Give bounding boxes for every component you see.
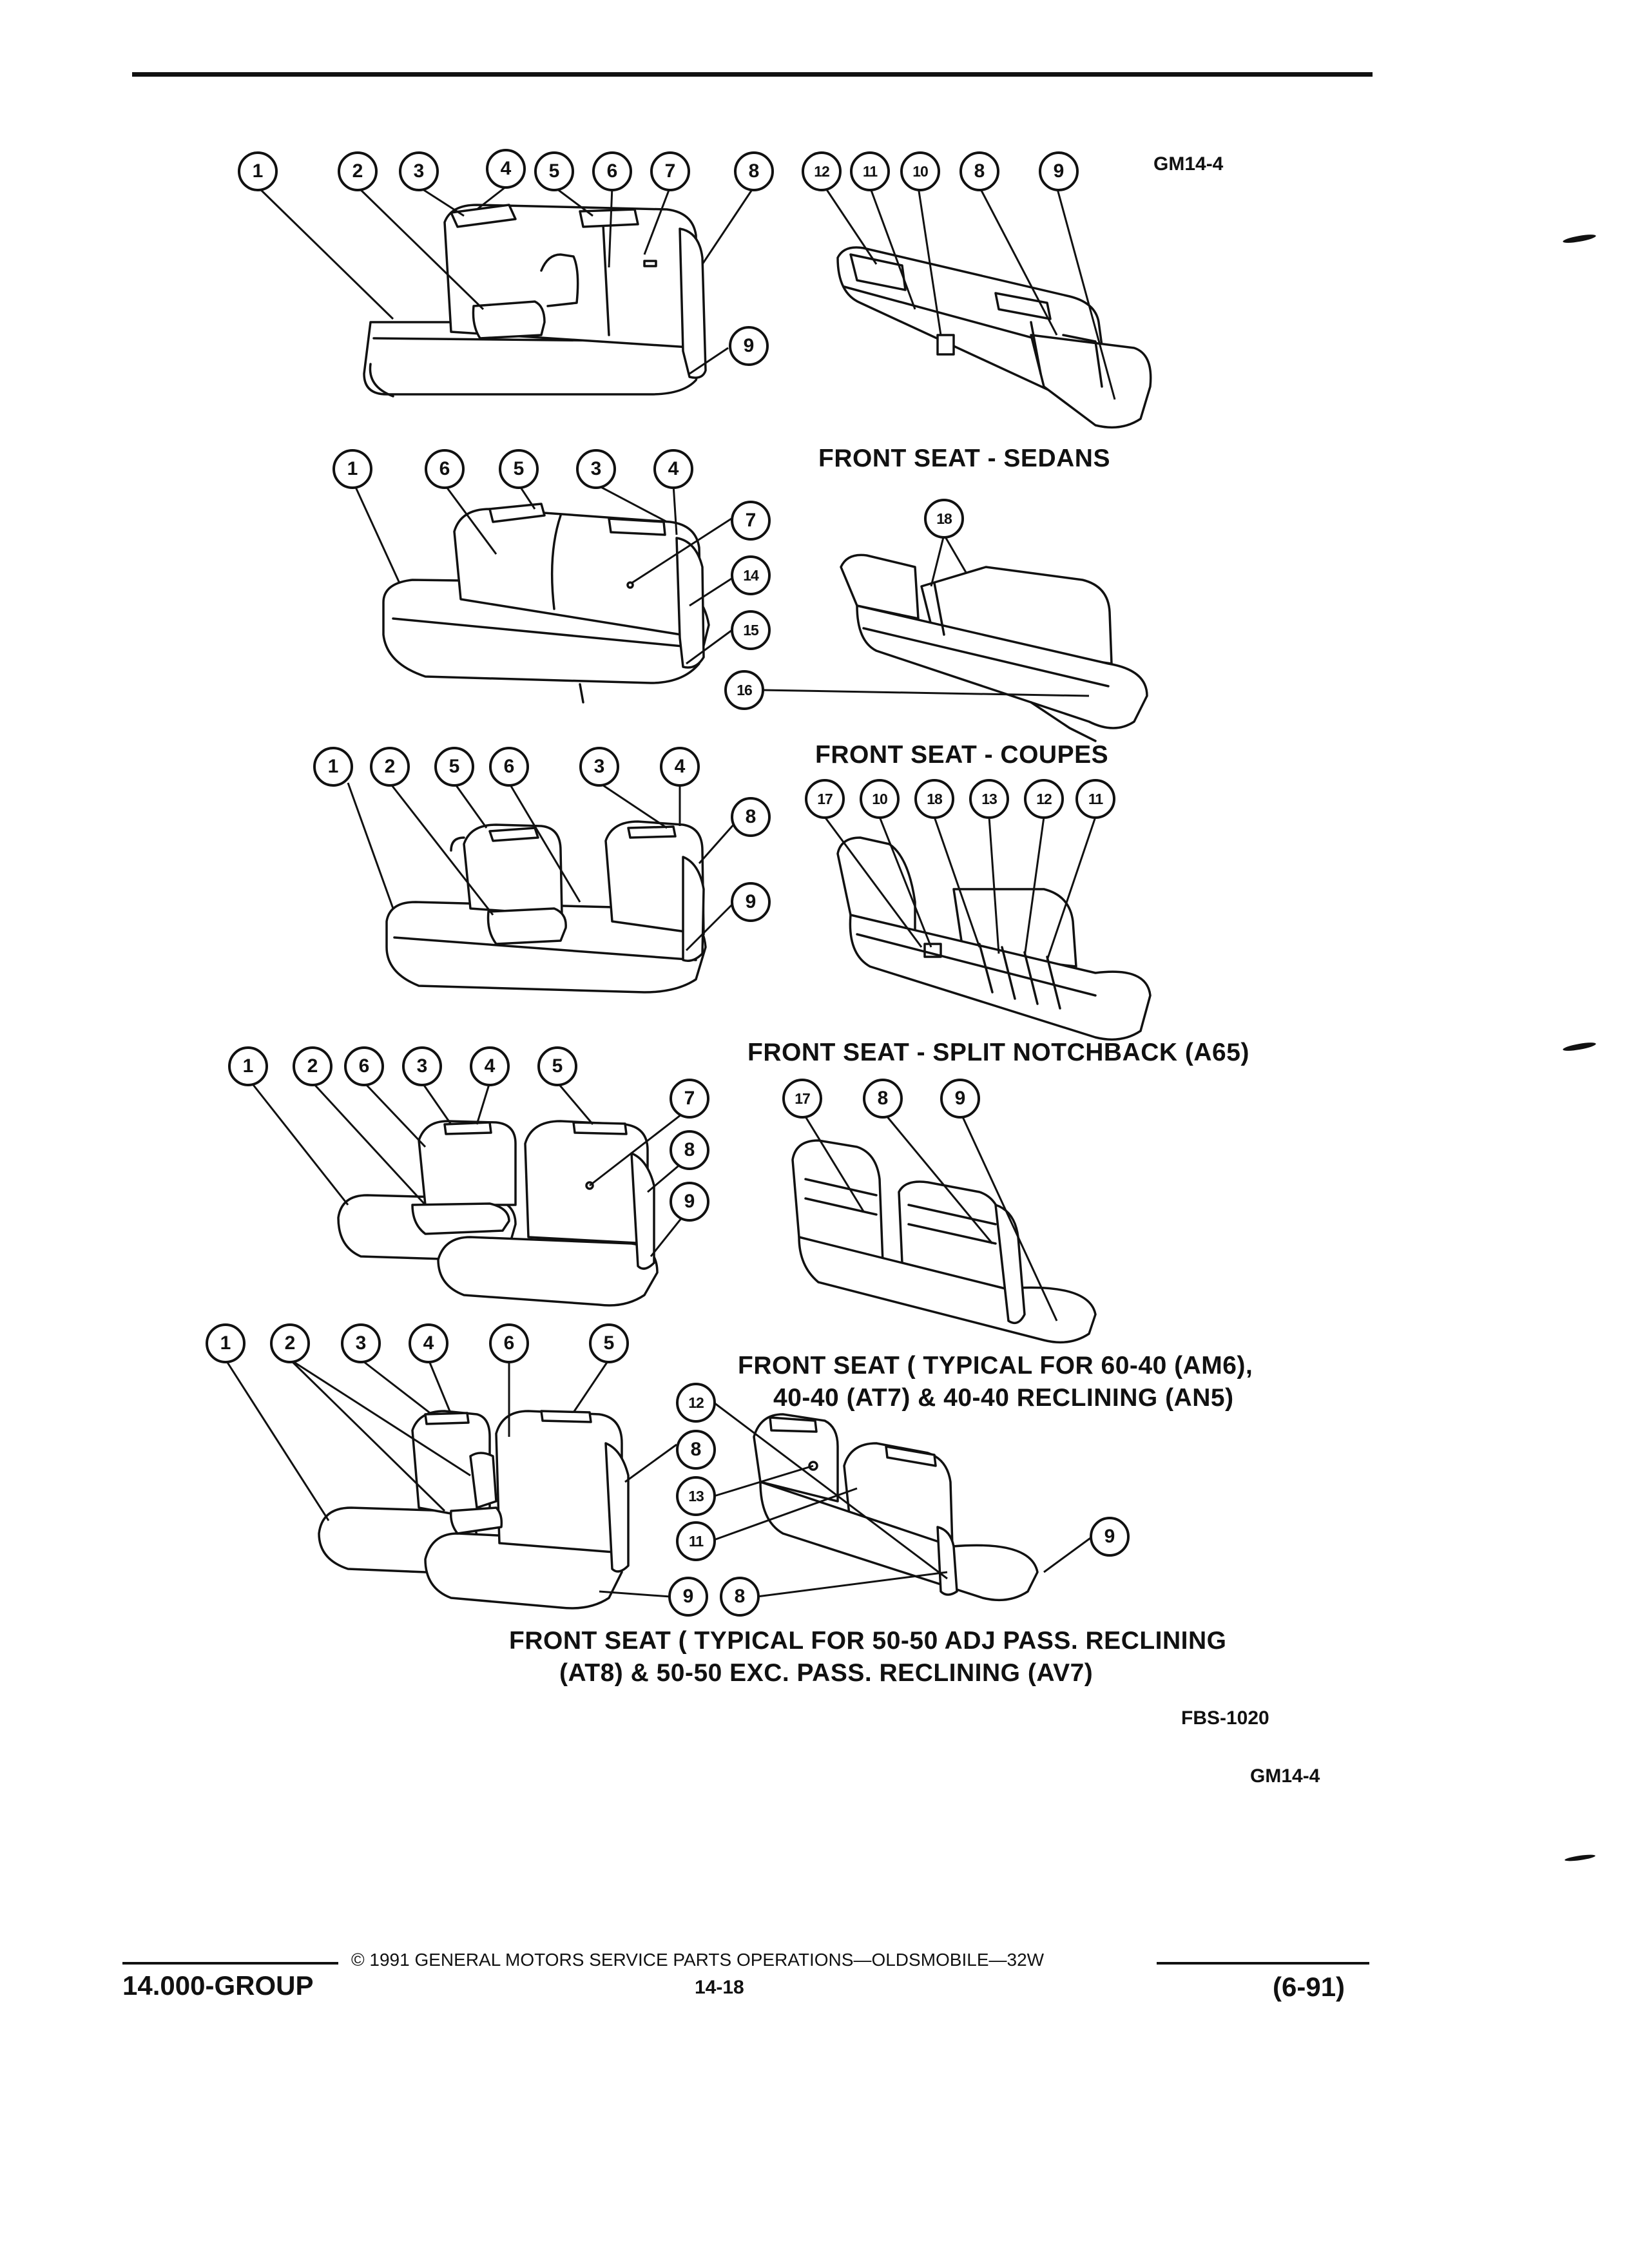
callout-8: 8 [734,151,774,191]
callout-9: 9 [1039,151,1079,191]
callout-1: 1 [333,449,372,489]
callout-6: 6 [489,1323,529,1363]
callout-13: 13 [969,779,1009,819]
callout-8: 8 [670,1130,709,1170]
callout-17: 17 [805,779,845,819]
callout-4: 4 [409,1323,448,1363]
callout-7: 7 [650,151,690,191]
sedan-bench-rear-drawing [836,246,1152,429]
callout-1: 1 [313,747,353,787]
callout-8: 8 [959,151,999,191]
notchback-rear-drawing [836,836,1152,1041]
callout-2: 2 [270,1323,310,1363]
callout-9: 9 [729,326,769,366]
callout-6: 6 [592,151,632,191]
callout-9: 9 [940,1079,980,1119]
footer-page-number: 14-18 [695,1977,744,1998]
callout-10: 10 [900,151,940,191]
callout-8: 8 [731,797,771,837]
callout-5: 5 [537,1046,577,1086]
callout-15: 15 [731,610,771,650]
callout-10: 10 [860,779,900,819]
footer-group: 14.000-GROUP [122,1970,314,2001]
drawing-code: FBS-1020 [1181,1707,1269,1729]
callout-4: 4 [486,149,526,189]
callout-14: 14 [731,555,771,595]
callout-3: 3 [399,151,439,191]
callout-3: 3 [402,1046,442,1086]
callout-5: 5 [534,151,574,191]
caption-typical-5050-line1: FRONT SEAT ( TYPICAL FOR 50-50 ADJ PASS.… [509,1627,1227,1655]
callout-8: 8 [720,1577,760,1617]
callout-6: 6 [425,449,465,489]
callout-2: 2 [293,1046,333,1086]
notchback-front-drawing [385,820,707,994]
callout-11: 11 [676,1521,716,1561]
split6040-front-drawing [337,1120,659,1307]
figure-code-top: GM14-4 [1153,153,1224,175]
callout-4: 4 [660,747,700,787]
callout-12: 12 [676,1383,716,1423]
callout-2: 2 [338,151,378,191]
callout-7: 7 [670,1079,709,1119]
callout-6: 6 [489,747,529,787]
leader-lines [224,186,1116,1598]
coupe-bench-front-drawing [382,503,710,704]
callout-3: 3 [341,1323,381,1363]
callout-17: 17 [782,1079,822,1119]
callout-5: 5 [589,1323,629,1363]
callout-2: 2 [370,747,410,787]
callout-1: 1 [238,151,278,191]
callout-12: 12 [1024,779,1064,819]
callout-4: 4 [653,449,693,489]
callout-18: 18 [924,499,964,539]
callout-6: 6 [344,1046,384,1086]
callout-3: 3 [579,747,619,787]
caption-typical-5050-line2: (AT8) & 50-50 EXC. PASS. RECLINING (AV7) [559,1659,1094,1687]
callout-18: 18 [914,779,954,819]
sedan-bench-front-drawing [363,204,707,398]
caption-split-notchback: FRONT SEAT - SPLIT NOTCHBACK (A65) [747,1039,1249,1066]
footer-revision: (6-91) [1273,1972,1345,2002]
callout-11: 11 [850,151,890,191]
caption-typical-6040-line2: 40-40 (AT7) & 40-40 RECLINING (AN5) [773,1384,1234,1412]
callout-16: 16 [724,670,764,710]
footer-rule-right [1157,1962,1369,1965]
callout-3: 3 [576,449,616,489]
callout-4: 4 [470,1046,510,1086]
callout-9: 9 [670,1182,709,1222]
callout-8: 8 [863,1079,903,1119]
footer-copyright: © 1991 GENERAL MOTORS SERVICE PARTS OPER… [351,1950,1045,1970]
callout-12: 12 [802,151,842,191]
caption-sedans: FRONT SEAT - SEDANS [818,445,1110,472]
split5050-front-drawing [318,1410,630,1610]
caption-coupes: FRONT SEAT - COUPES [815,741,1109,769]
callout-7: 7 [731,501,771,541]
caption-typical-6040-line1: FRONT SEAT ( TYPICAL FOR 60-40 (AM6), [738,1352,1253,1379]
callout-1: 1 [206,1323,246,1363]
coupe-bench-rear-drawing [840,553,1148,742]
callout-5: 5 [434,747,474,787]
footer-rule-left [122,1962,338,1965]
header-rule [132,72,1373,77]
callout-11: 11 [1075,779,1115,819]
callout-9: 9 [668,1577,708,1617]
callout-5: 5 [499,449,539,489]
callout-13: 13 [676,1476,716,1516]
callout-8: 8 [676,1430,716,1470]
callout-9: 9 [731,882,771,922]
callout-9: 9 [1090,1517,1130,1557]
callout-1: 1 [228,1046,268,1086]
split5050-rear-drawing [753,1413,1039,1602]
figure-code-bottom: GM14-4 [1250,1765,1320,1787]
